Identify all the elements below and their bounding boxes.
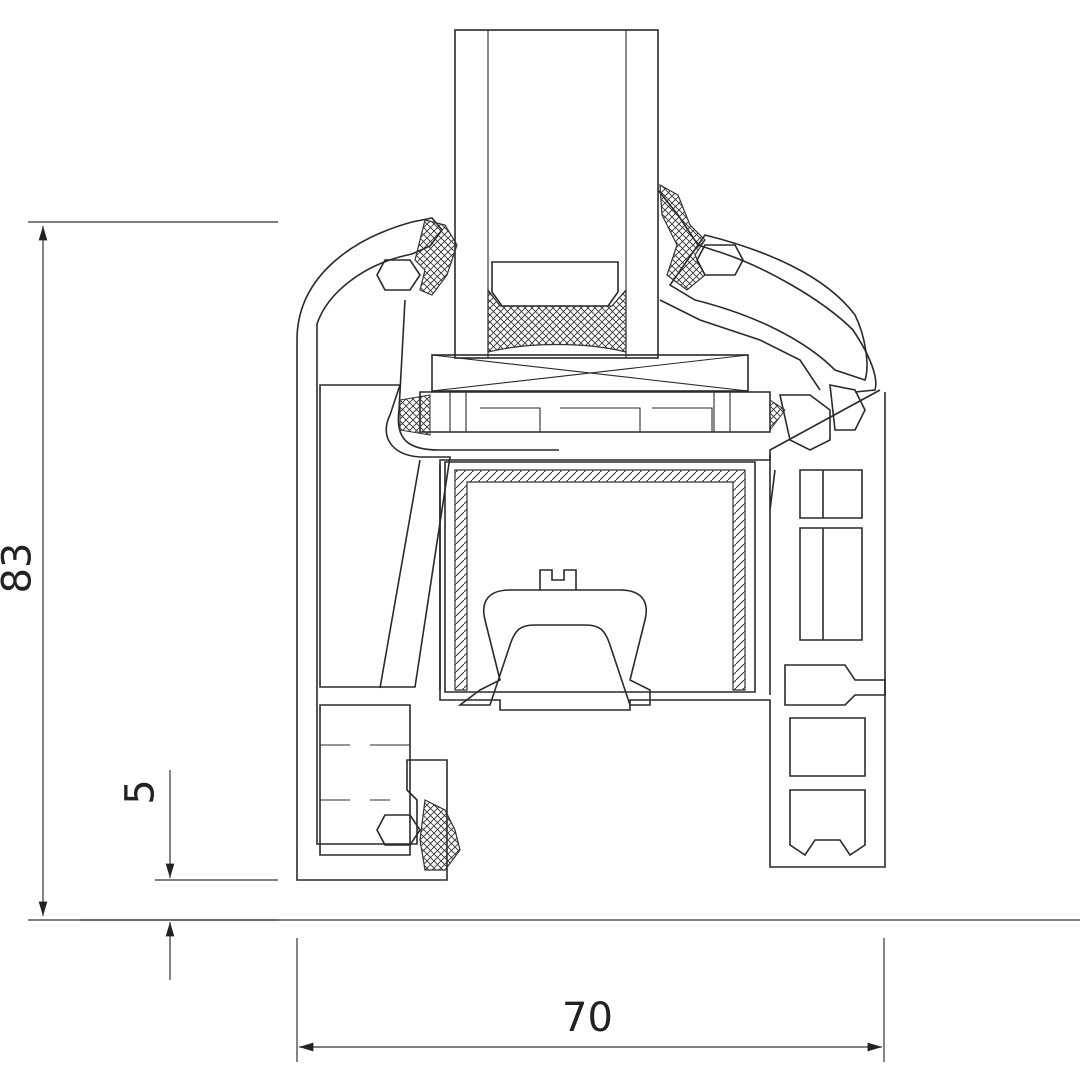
glazing-block — [419, 354, 771, 433]
width-dimension-label: 70 — [562, 995, 613, 1041]
steel-reinforcement — [444, 461, 756, 693]
dimension-83 — [28, 221, 278, 921]
glass-pane — [454, 29, 659, 359]
dimension-5 — [155, 770, 278, 980]
frame-profile — [439, 389, 886, 868]
height-dimension-label: 83 — [0, 542, 41, 594]
dimension-70 — [296, 938, 885, 1062]
gaskets — [376, 183, 866, 871]
center-clip — [457, 569, 651, 706]
offset-dimension-label: 5 — [117, 779, 164, 805]
sash-profile — [296, 189, 877, 881]
